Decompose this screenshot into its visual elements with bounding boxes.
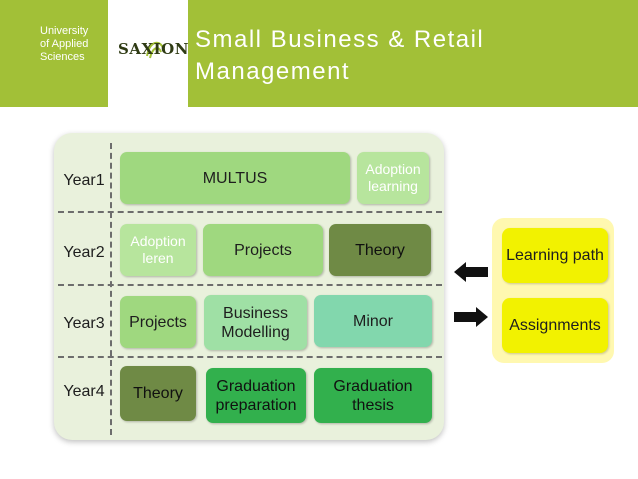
year-divider (58, 284, 442, 286)
learning-path-label: Learning path (506, 246, 604, 264)
year-label: Year3 (63, 315, 105, 332)
learning-path-box: Learning path (502, 228, 608, 283)
module-label-line: learning (368, 178, 418, 194)
module-label-line: thesis (352, 396, 394, 414)
assignments-label: Assignments (509, 316, 601, 334)
module-theory: Theory (120, 366, 196, 421)
year-divider (58, 356, 442, 358)
module-multus: MULTUS (120, 152, 350, 204)
module-minor: Minor (314, 295, 432, 347)
module-label-line: preparation (215, 396, 297, 414)
logo-swirl-icon (146, 41, 164, 59)
arrow-left-icon (454, 262, 488, 282)
title-line: Small Business & Retail (195, 26, 485, 53)
module-label-line: Adoption (365, 161, 421, 177)
module-label: Minor (352, 312, 393, 330)
module-label: Theory (133, 385, 183, 402)
year-label: Year4 (63, 383, 105, 400)
year-divider-vertical (110, 143, 112, 435)
module-label: Projects (129, 313, 187, 331)
year-divider (58, 211, 442, 213)
module-label-line: Modelling (221, 323, 290, 341)
page-title: Small Business & Retail Management (195, 24, 595, 88)
header-banner: University of Applied Sciences SAXION Sm… (0, 0, 638, 107)
arrow-right-icon (454, 307, 488, 327)
assignments-box: Assignments (502, 298, 608, 353)
institution-line: of Applied (40, 38, 89, 50)
module-label-line: Graduation (333, 377, 413, 395)
title-line: Management (195, 58, 351, 85)
institution-name: University of Applied Sciences (40, 25, 110, 64)
module-projects: Projects (120, 296, 196, 348)
institution-line: University (40, 25, 89, 37)
module-label-line: leren (142, 250, 174, 266)
module-label-line: Business (223, 304, 288, 322)
module-theory: Theory (329, 224, 431, 276)
module-label: MULTUS (202, 169, 268, 187)
module-label: Projects (234, 241, 292, 259)
module-label: Theory (355, 241, 405, 259)
logo-wordmark: SAXION (118, 40, 189, 58)
module-label-line: Graduation (216, 377, 296, 395)
module-label-line: Adoption (130, 233, 186, 249)
saxion-logo: SAXION (108, 0, 188, 107)
module-projects: Projects (203, 224, 323, 276)
institution-line: Sciences (40, 51, 85, 63)
year-label: Year2 (63, 244, 105, 261)
year-label: Year1 (63, 172, 105, 189)
